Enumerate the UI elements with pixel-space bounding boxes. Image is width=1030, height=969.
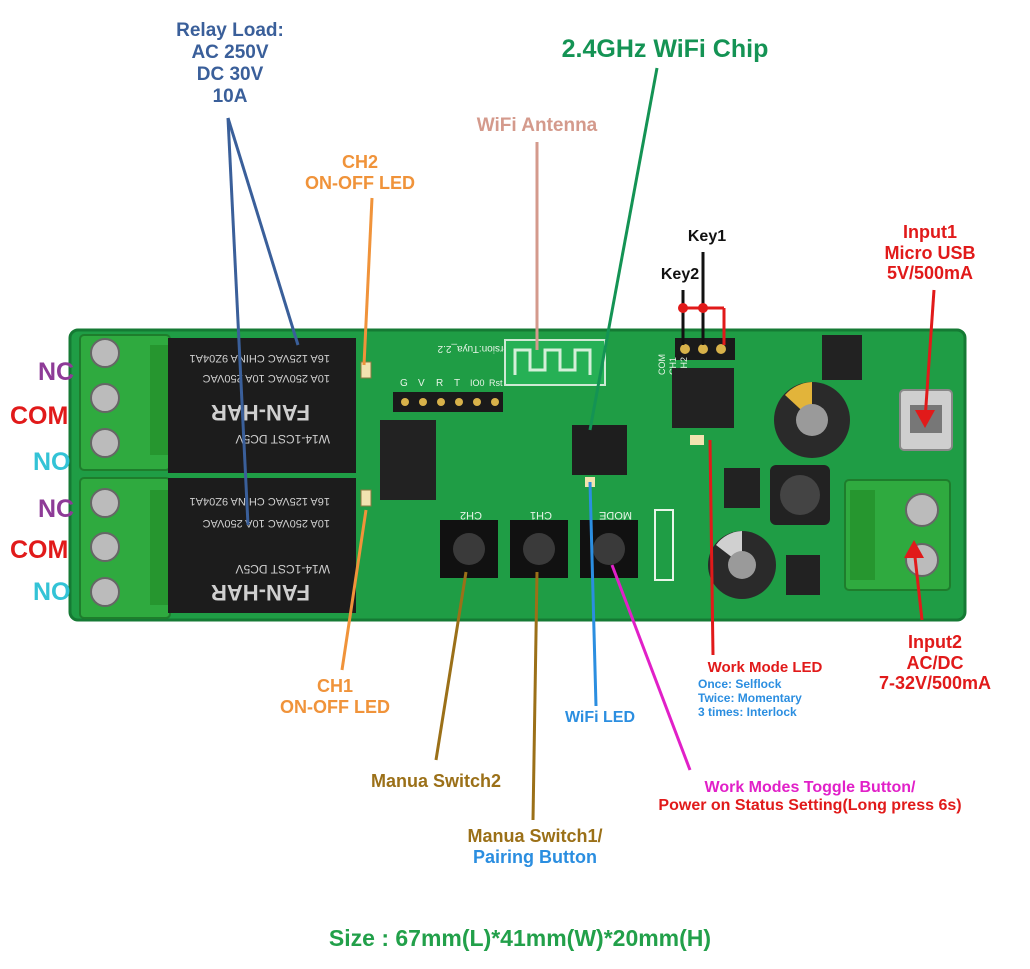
key-pin-ch1: CH1	[668, 357, 678, 375]
ch1-button: CH1	[510, 509, 568, 578]
toggle-button-label: Work Modes Toggle Button/ Power on Statu…	[640, 779, 980, 816]
ch1-button-label: CH1	[530, 509, 552, 521]
board-version: Version:Tuya_2.2	[437, 343, 515, 354]
mode-button: MODE	[580, 509, 638, 578]
work-mode-note-once: Once: Selflock	[698, 677, 782, 691]
work-mode-note-twice: Twice: Momentary	[698, 690, 802, 705]
key1-label: Key1	[687, 228, 727, 245]
pin-t: T	[454, 378, 460, 389]
ch2-button: CH2	[440, 509, 498, 578]
ch2-led-title: CH2	[341, 152, 378, 172]
relay-load-dc: DC 30V	[196, 63, 264, 85]
input1-type: Micro USB	[884, 242, 976, 263]
key-pin-ch2: CH2	[679, 357, 689, 375]
leader-lines	[226, 67, 936, 821]
ch2-led-label: CH2 ON-OFF LED	[280, 152, 440, 193]
relay-rating-2: 16A 125VAC CHINA 9Z04A1	[190, 352, 330, 364]
ch1-led	[360, 489, 372, 507]
upper-terminal-block	[79, 334, 171, 471]
mode-button-label: MODE	[599, 509, 632, 521]
work-mode-notes: Once: Selflock Twice: Momentary 3 times:…	[698, 677, 802, 719]
input1-title: Input1	[903, 222, 957, 242]
pin-rst: Rst	[489, 378, 503, 388]
relay-ch2: FAN-HAR W14-1CST DC5V 10A 250VAC 10A 250…	[168, 338, 356, 473]
upper-com-label: COM	[10, 402, 69, 430]
relay-load-current: 10A	[212, 85, 248, 107]
relay-rating: 10A 250VAC 10A 250VAC	[203, 372, 330, 384]
relay-ch1: FAN-HAR W14-1CST DC5V 10A 250VAC 10A 250…	[168, 478, 356, 613]
wifi-chip-label: 2.4GHz WiFi Chip	[561, 35, 769, 63]
lower-com-label: COM	[10, 536, 69, 564]
pin-io0: IO0	[470, 378, 485, 388]
ch2-led-subtitle: ON-OFF LED	[305, 172, 415, 193]
input2-label: Input2 AC/DC 7-32V/500mA	[850, 632, 1020, 694]
toggle-button-title: Work Modes Toggle Button/	[704, 779, 916, 796]
pairing-button-title: Pairing Button	[473, 846, 597, 867]
antenna-trace	[504, 339, 606, 386]
work-mode-led-label: Work Mode LED	[707, 659, 823, 676]
upper-nc-label: NC	[38, 358, 75, 386]
ch1-led-subtitle: ON-OFF LED	[280, 696, 390, 717]
key-pin-com: COM	[657, 354, 667, 375]
size-label: Size : 67mm(L)*41mm(W)*20mm(H)	[328, 925, 712, 951]
relay-rating-2: 16A 125VAC CHINA 9Z04A1	[190, 495, 330, 507]
relay-load-ac: AC 250V	[191, 41, 269, 63]
manual-switch2-label: Manua Switch2	[370, 771, 502, 791]
wifi-chip	[572, 425, 627, 475]
relay-load-label: Relay Load: AC 250V DC 30V 10A	[140, 20, 320, 107]
relay-brand: FAN-HAR	[211, 580, 310, 605]
ch2-button-label: CH2	[460, 509, 482, 521]
programming-header: G V R T IO0 Rst	[393, 378, 503, 412]
manual-switch1-label: Manua Switch1/ Pairing Button	[455, 826, 615, 867]
manual-switch1-title: Manua Switch1/	[467, 826, 603, 846]
input1-label: Input1 Micro USB 5V/500mA	[855, 222, 1005, 284]
ch1-led-title: CH1	[316, 676, 353, 696]
lower-nc-label: NC	[38, 495, 75, 523]
lower-terminal-block	[79, 477, 171, 619]
upper-no-label: NO	[33, 448, 71, 476]
ch2-led	[360, 361, 372, 379]
relay-rating: 10A 250VAC 10A 250VAC	[203, 517, 330, 529]
input2-title: Input2	[908, 632, 962, 652]
input1-rating: 5V/500mA	[886, 263, 974, 284]
pin-v: V	[418, 378, 425, 389]
input2-rating: 7-32V/500mA	[878, 673, 992, 694]
pin-r: R	[436, 378, 443, 389]
relay-load-title: Relay Load:	[176, 20, 284, 41]
relay-brand: FAN-HAR	[211, 400, 310, 425]
input2-type: AC/DC	[906, 652, 964, 673]
key2-label: Key2	[660, 266, 700, 283]
input2-terminal	[844, 479, 951, 591]
wifi-led-label: WiFi LED	[564, 709, 636, 726]
driver-ic	[380, 420, 436, 500]
mcu-chip	[672, 368, 734, 428]
lower-no-label: NO	[33, 578, 71, 606]
wifi-antenna-label: WiFi Antenna	[476, 115, 598, 136]
ch1-led-label: CH1 ON-OFF LED	[255, 676, 415, 717]
relay-model: W14-1CST DC5V	[236, 432, 330, 446]
work-mode-note-three: 3 times: Interlock	[698, 704, 797, 719]
key-header: COM CH1 CH2	[657, 338, 735, 375]
toggle-button-subtitle: Power on Status Setting(Long press 6s)	[658, 797, 962, 815]
relay-model: W14-1CST DC5V	[236, 562, 330, 576]
pin-g: G	[400, 378, 408, 389]
